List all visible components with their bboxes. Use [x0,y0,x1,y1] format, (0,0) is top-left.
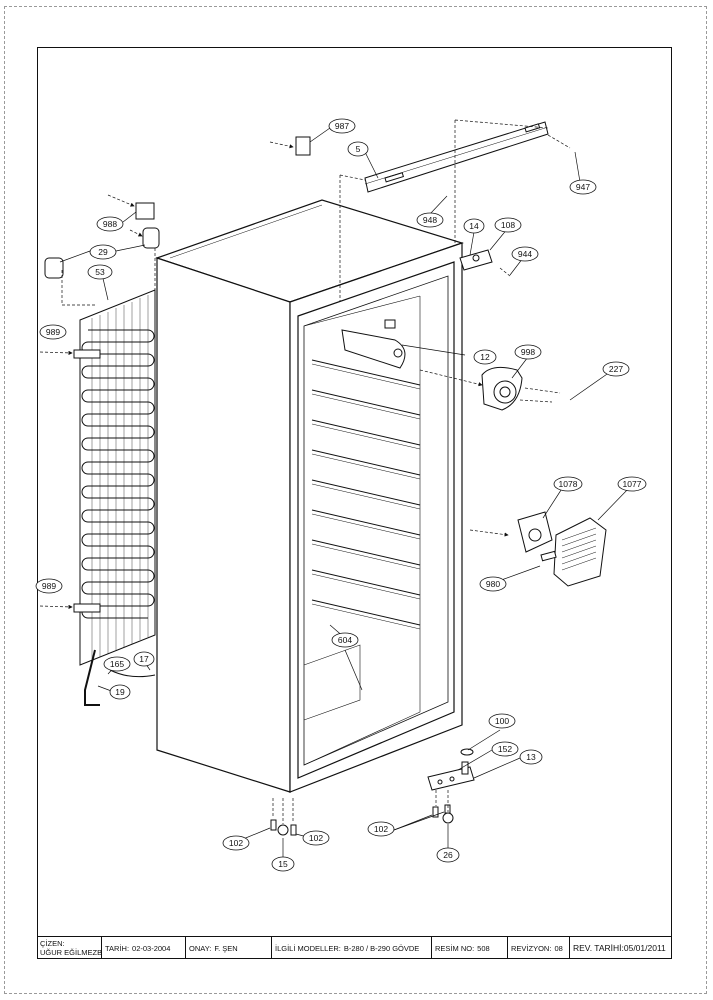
drawing-frame [37,47,672,959]
tb-drawn-by-label: ÇİZEN: [40,939,65,948]
callout-987: 987 [328,118,356,134]
callout-989-upper-label: 989 [46,327,60,337]
callout-604-label: 604 [338,635,352,645]
callout-948: 948 [416,212,444,228]
callout-152: 152 [491,741,519,757]
fan-assembly [481,366,523,411]
tb-revision-date-label: REV. TARİHİ: [573,942,624,953]
callout-53: 53 [87,264,113,280]
tb-date-label: TARİH: [105,943,130,953]
callout-1078: 1078 [553,476,583,492]
callout-100: 100 [488,713,516,729]
callout-108-label: 108 [501,220,515,230]
callout-998-label: 998 [521,347,535,357]
tb-drawing-number-value: 508 [477,943,490,953]
callout-152-label: 152 [498,744,512,754]
callout-1077-label: 1077 [623,479,642,489]
callout-989-upper: 989 [39,324,67,340]
callout-998: 998 [514,344,542,360]
callout-14-label: 14 [469,221,479,231]
tb-date-value: 02-03-2004 [132,943,171,953]
callout-100-label: 100 [495,716,509,726]
upper-brackets [44,136,311,279]
title-block: ÇİZEN: UĞUR EĞİLMEZBAŞ TARİH: 02-03-2004… [37,936,672,959]
tb-approval-value: F. ŞEN [214,943,238,953]
callout-1077: 1077 [617,476,647,492]
condenser-coil [73,289,156,706]
tb-revision-date: REV. TARİHİ: 05/01/2011 [570,937,672,959]
tb-drawn-by: ÇİZEN: UĞUR EĞİLMEZBAŞ [37,937,102,959]
callout-102-left-label: 102 [229,838,243,848]
callout-29-label: 29 [98,247,108,257]
tb-drawing-number-label: RESİM NO: [435,943,475,953]
callout-988: 988 [96,216,124,232]
callout-108: 108 [494,217,522,233]
callout-5-label: 5 [356,144,361,154]
tb-revision-label: REVİZYON: [511,943,552,953]
callout-29: 29 [89,244,117,260]
top-hinge [459,249,493,271]
callout-102-right: 102 [367,821,395,837]
sheet-outer-border [4,6,707,994]
tb-related-models-label: İLGİLİ MODELLER: [275,943,341,953]
lamp-holder [517,511,557,562]
tb-revision-value: 08 [554,943,563,953]
lamp-cover [553,517,607,587]
callout-102-middle-label: 102 [309,833,323,843]
callout-5: 5 [347,141,369,157]
tb-related-models-value: B-280 / B-290 GÖVDE [343,943,420,953]
callout-14: 14 [463,218,485,234]
callout-102-right-label: 102 [374,824,388,834]
callout-980-label: 980 [486,579,500,589]
tb-date: TARİH: 02-03-2004 [102,937,186,959]
assembly-guide-lines [39,119,571,824]
callout-19-label: 19 [115,687,125,697]
cabinet-body [155,199,464,793]
callout-102-middle: 102 [302,830,330,846]
tb-related-models: İLGİLİ MODELLER: B-280 / B-290 GÖVDE [272,937,432,959]
callout-26-label: 26 [443,850,453,860]
tb-drawing-number: RESİM NO: 508 [432,937,508,959]
callout-12: 12 [473,349,497,365]
callout-604: 604 [331,632,359,648]
callout-1078-label: 1078 [559,479,578,489]
callout-947: 947 [569,179,597,195]
callout-980: 980 [479,576,507,592]
bottom-hinge [427,748,475,791]
thermostat-housing [341,319,406,369]
callout-948-label: 948 [423,215,437,225]
callout-989-lower-label: 989 [42,581,56,591]
tb-approval-label: ONAY: [189,943,212,953]
callout-227-label: 227 [609,364,623,374]
callout-227: 227 [602,361,630,377]
callout-947-label: 947 [576,182,590,192]
tb-drawn-by-value: UĞUR EĞİLMEZBAŞ [40,948,102,957]
tb-approval: ONAY: F. ŞEN [186,937,272,959]
tb-revision-date-value: 05/01/2011 [623,942,666,953]
callout-17: 17 [133,651,155,667]
callout-13-label: 13 [526,752,536,762]
callout-165: 165 [103,656,131,672]
callout-13: 13 [519,749,543,765]
callout-988-label: 988 [103,219,117,229]
callout-987-label: 987 [335,121,349,131]
callout-944-label: 944 [518,249,532,259]
callout-15: 15 [271,856,295,872]
callout-53-label: 53 [95,267,105,277]
callout-165-label: 165 [110,659,124,669]
callout-17-label: 17 [139,654,149,664]
callout-989-lower: 989 [35,578,63,594]
callout-12-label: 12 [480,352,490,362]
feet-screws [270,804,454,836]
callout-15-label: 15 [278,859,288,869]
tb-revision: REVİZYON: 08 [508,937,570,959]
shelf-rails [311,359,421,630]
callout-944: 944 [511,246,539,262]
callout-102-left: 102 [222,835,250,851]
callout-19: 19 [109,684,131,700]
callout-26: 26 [436,847,460,863]
top-rail-part [364,121,549,193]
